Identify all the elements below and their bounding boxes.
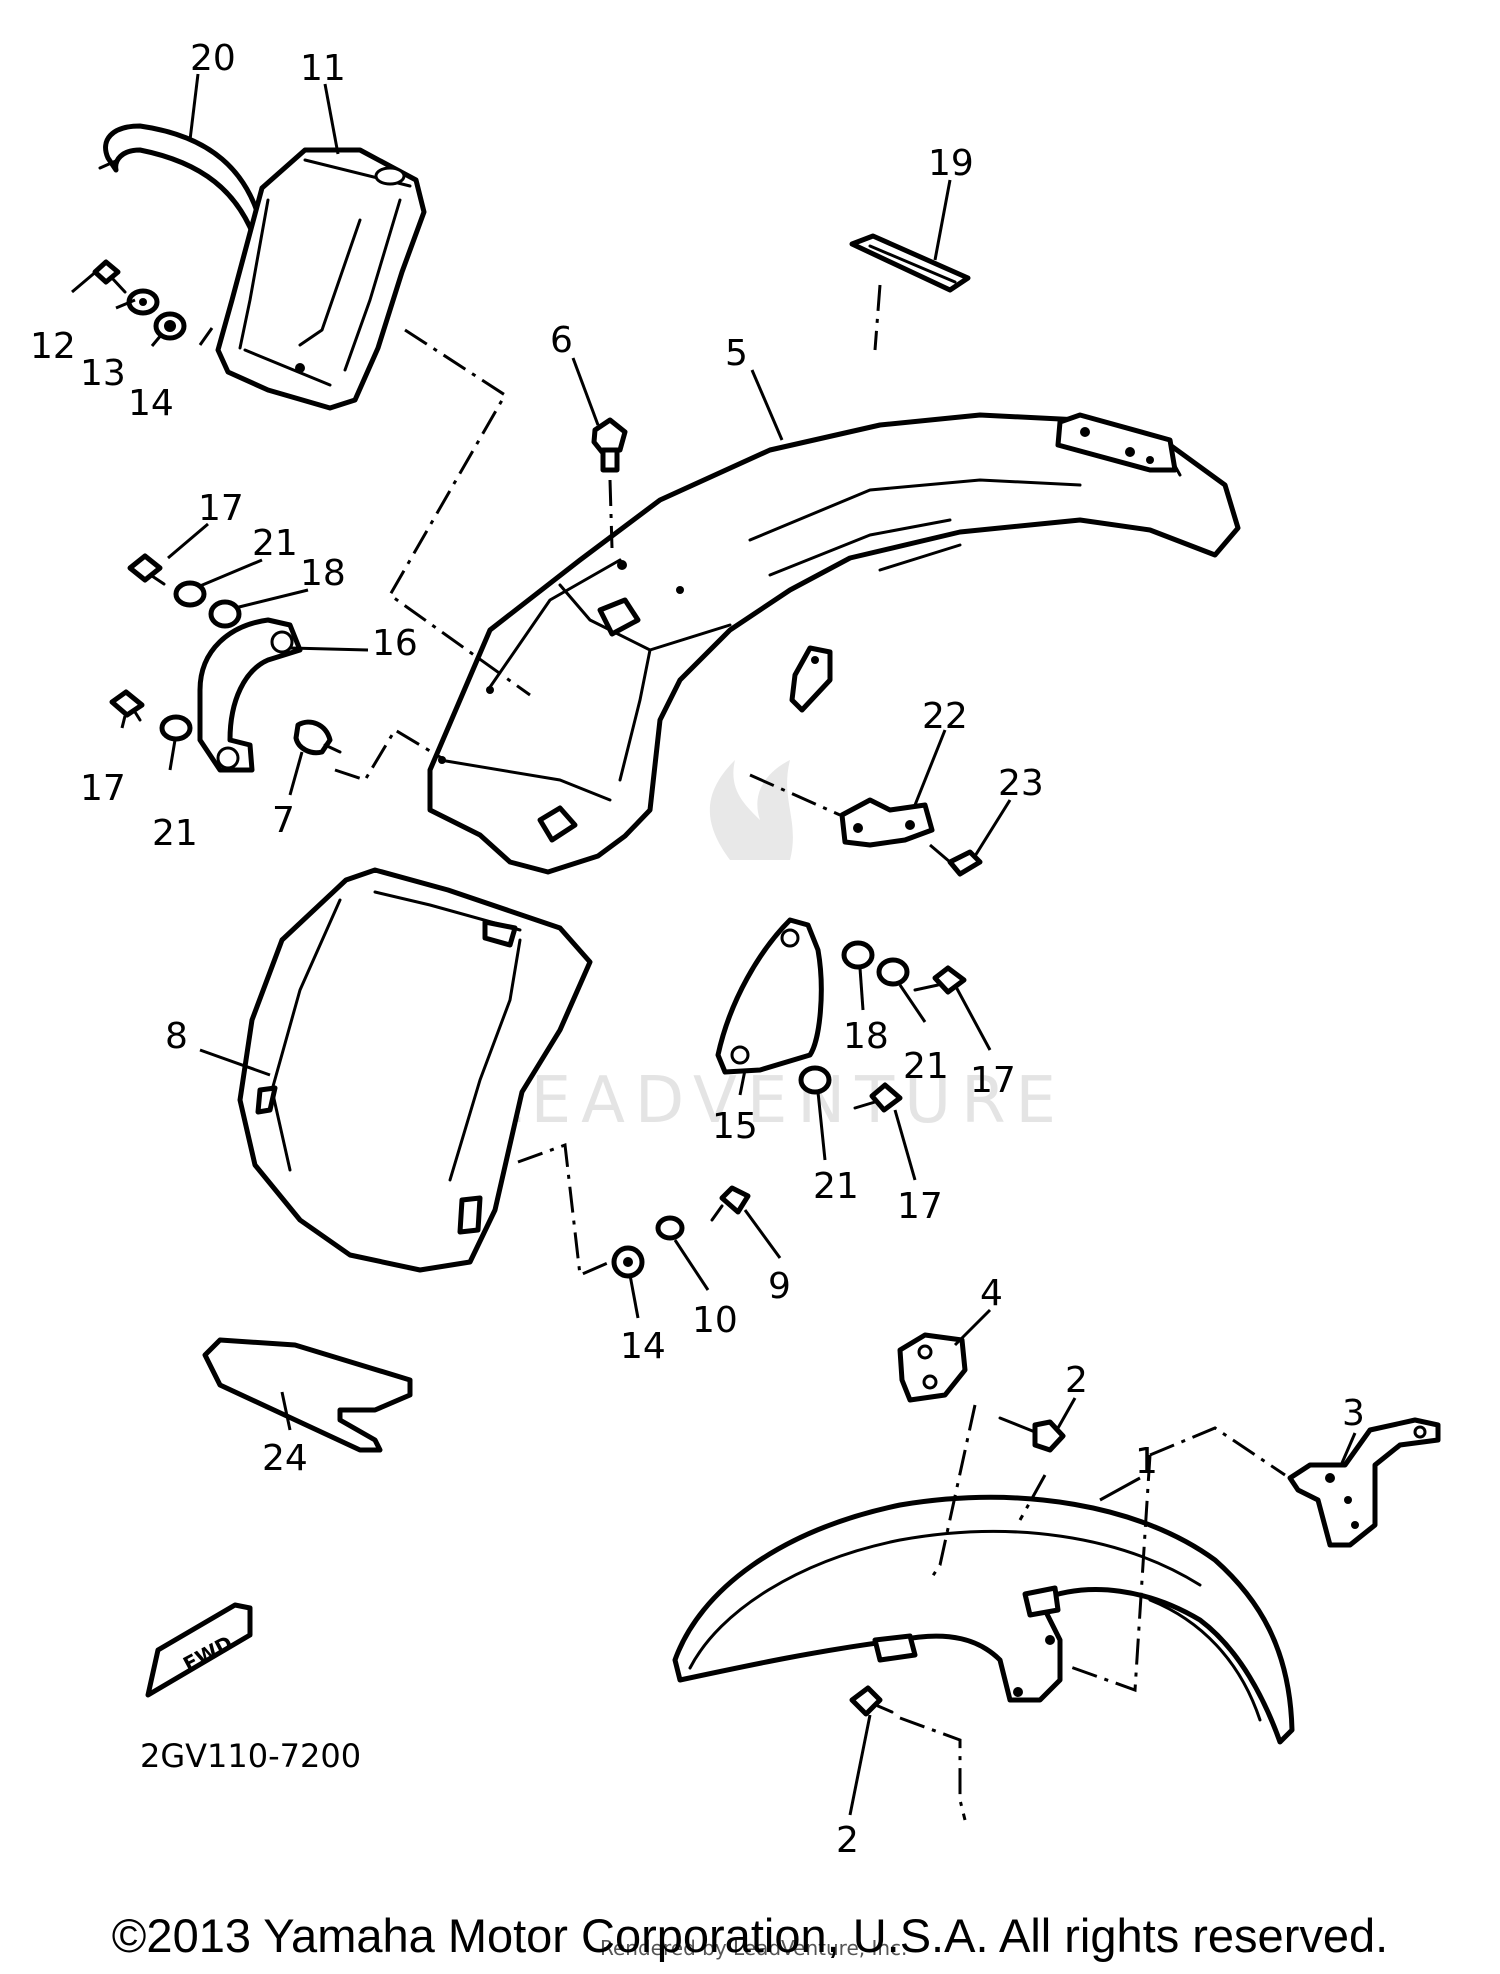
part-18-nut-upper[interactable] <box>208 599 242 629</box>
callout-2-b: 2 <box>836 1820 859 1861</box>
copyright-notice: ©2013 Yamaha Motor Corporation, U.S.A. A… <box>111 1909 1389 1962</box>
callout-24: 24 <box>262 1438 308 1479</box>
callout-21-c: 21 <box>903 1046 949 1087</box>
callout-6: 6 <box>550 320 573 361</box>
callouts: 20 11 12 13 14 19 6 5 17 21 18 16 17 21 … <box>30 38 1365 1861</box>
callout-9: 9 <box>768 1266 791 1307</box>
part-14-grommet-lower[interactable] <box>611 1245 645 1279</box>
part-11-tool-case[interactable] <box>215 147 427 411</box>
callout-13: 13 <box>80 353 126 394</box>
callout-18-a: 18 <box>300 553 346 594</box>
part-2-bolt-lower[interactable] <box>849 1685 894 1717</box>
diagram-code: 2GV110-7200 <box>140 1737 361 1775</box>
leader-lines <box>71 73 1357 1816</box>
fwd-arrow-icon: FWD <box>145 1602 253 1698</box>
part-21-washer-right-upper[interactable] <box>876 957 910 987</box>
assembly-lines <box>198 284 1286 1821</box>
callout-10: 10 <box>692 1300 738 1341</box>
part-21-washer-upper[interactable] <box>173 580 207 608</box>
part-19-emblem[interactable] <box>849 233 971 293</box>
part-9-bolt[interactable] <box>710 1185 751 1222</box>
part-17-bolt-right-lower[interactable] <box>853 1082 903 1113</box>
callout-7: 7 <box>272 800 295 841</box>
part-2-bolt-upper[interactable] <box>998 1416 1066 1453</box>
part-7-bulb-socket[interactable] <box>293 719 342 756</box>
callout-23: 23 <box>998 763 1044 804</box>
callout-5: 5 <box>725 333 748 374</box>
callout-20: 20 <box>190 38 236 79</box>
part-10-washer[interactable] <box>655 1215 685 1241</box>
part-17-screw-lower[interactable] <box>109 689 145 722</box>
part-13-washer[interactable] <box>126 288 160 316</box>
part-15-cover[interactable] <box>715 917 824 1075</box>
part-24-plate[interactable] <box>202 1337 413 1453</box>
part-12-screw[interactable] <box>92 259 127 294</box>
callout-8: 8 <box>165 1016 188 1057</box>
callout-4: 4 <box>980 1273 1003 1314</box>
part-17-screw-upper[interactable] <box>127 553 166 586</box>
part-5-rear-fender[interactable] <box>427 412 1241 875</box>
part-21-washer-lower[interactable] <box>159 714 193 742</box>
callout-12: 12 <box>30 326 76 367</box>
callout-17-d: 17 <box>897 1186 943 1227</box>
part-1-front-fender[interactable] <box>672 1494 1295 1745</box>
part-21-washer-right-lower[interactable] <box>798 1065 832 1095</box>
part-14-grommet[interactable] <box>153 311 187 341</box>
callout-17-c: 17 <box>970 1060 1016 1101</box>
callout-3: 3 <box>1342 1393 1365 1434</box>
callout-1: 1 <box>1135 1441 1158 1482</box>
callout-14-b: 14 <box>620 1326 666 1367</box>
callout-19: 19 <box>928 143 974 184</box>
callout-18-b: 18 <box>843 1016 889 1057</box>
part-4-bracket[interactable] <box>897 1332 968 1403</box>
callout-17-b: 17 <box>80 768 126 809</box>
part-18-nut-right[interactable] <box>841 940 875 970</box>
callout-17-a: 17 <box>198 488 244 529</box>
part-22-bracket[interactable] <box>839 797 935 848</box>
part-3-bracket[interactable] <box>1287 1417 1441 1548</box>
callout-11: 11 <box>300 48 346 89</box>
callout-21-b: 21 <box>152 813 198 854</box>
callout-21-a: 21 <box>252 523 298 564</box>
rendered-by-text: Rendered by LeadVenture, Inc. <box>600 1936 907 1960</box>
part-6-bolt[interactable] <box>591 417 628 473</box>
callout-16: 16 <box>372 623 418 664</box>
part-16-bracket[interactable] <box>197 617 303 773</box>
callout-2-a: 2 <box>1065 1360 1088 1401</box>
callout-22: 22 <box>922 696 968 737</box>
callout-14: 14 <box>128 383 174 424</box>
callout-21-d: 21 <box>813 1166 859 1207</box>
part-17-bolt-right-upper[interactable] <box>913 965 967 995</box>
part-20-strap[interactable] <box>98 123 265 251</box>
callout-15: 15 <box>712 1106 758 1147</box>
part-23-bolt[interactable] <box>947 849 983 877</box>
part-8-inner-fender[interactable] <box>237 867 593 1273</box>
watermark-text: LEADVENTURE <box>485 1064 1066 1138</box>
